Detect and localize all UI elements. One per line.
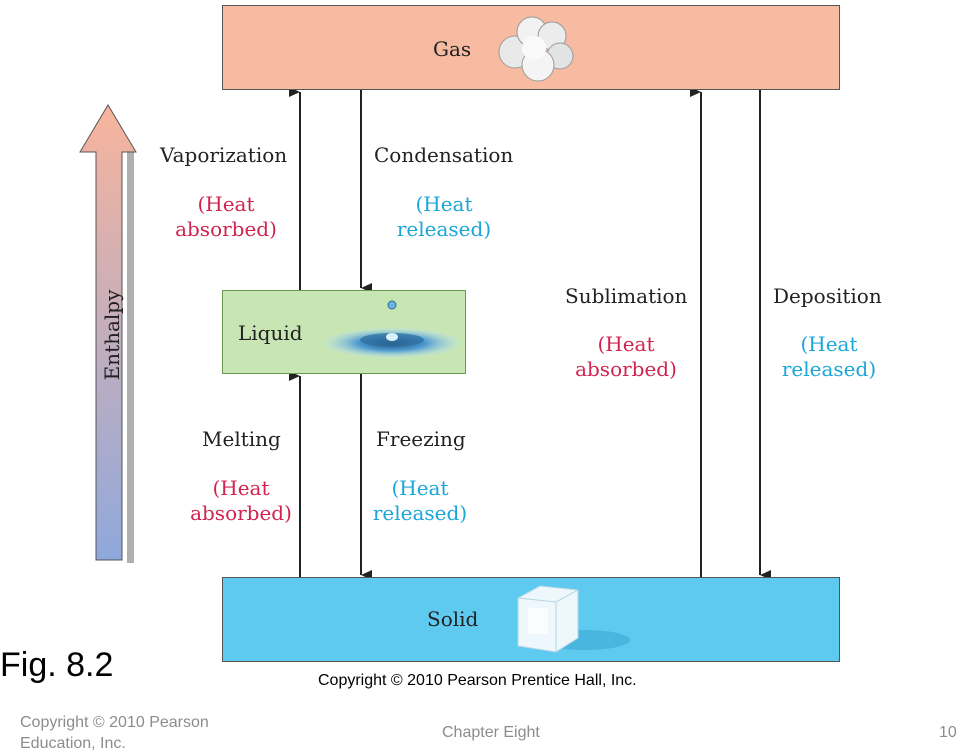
footer-copyright-line2: Education, Inc. [20, 735, 126, 752]
melting-heat-line1: (Heat [212, 476, 270, 500]
freezing-heat-line2: released) [372, 501, 468, 525]
gas-cloud-icon [498, 16, 574, 82]
condensation-heat-line2: released) [396, 217, 492, 241]
vaporization-heat-line2: absorbed) [175, 217, 277, 241]
page-number: 10 [939, 724, 957, 741]
freezing-heat-note: (Heat released) [368, 476, 472, 526]
melting-heat-line2: absorbed) [190, 501, 292, 525]
gas-label: Gas [433, 37, 472, 61]
figure-caption: Fig. 8.2 [0, 646, 114, 684]
water-splash-icon [324, 300, 460, 358]
deposition-heat-line1: (Heat [800, 332, 858, 356]
sublimation-heat-line1: (Heat [597, 332, 655, 356]
condensation-heat-line1: (Heat [415, 192, 473, 216]
deposition-heat-line2: released) [781, 357, 877, 381]
footer-copyright-line1: Copyright © 2010 Pearson [20, 714, 209, 731]
deposition-heat-note: (Heat released) [777, 332, 881, 382]
enthalpy-label: Enthalpy [100, 289, 124, 381]
sublimation-heat-note: (Heat absorbed) [572, 332, 680, 382]
liquid-label: Liquid [238, 321, 303, 345]
footer-copyright: Copyright © 2010 Pearson Education, Inc. [20, 712, 209, 754]
condensation-label: Condensation [374, 143, 514, 167]
sublimation-heat-line2: absorbed) [575, 357, 677, 381]
footer-chapter: Chapter Eight [442, 724, 540, 741]
sublimation-label: Sublimation [565, 284, 688, 308]
image-copyright: Copyright © 2010 Pearson Prentice Hall, … [318, 672, 637, 689]
condensation-heat-note: (Heat released) [392, 192, 496, 242]
vaporization-heat-line1: (Heat [197, 192, 255, 216]
freezing-heat-line1: (Heat [391, 476, 449, 500]
ice-cube-icon [517, 585, 630, 653]
deposition-label: Deposition [773, 284, 882, 308]
freezing-label: Freezing [376, 427, 466, 451]
solid-label: Solid [427, 607, 479, 631]
vaporization-heat-note: (Heat absorbed) [172, 192, 280, 242]
melting-heat-note: (Heat absorbed) [187, 476, 295, 526]
enthalpy-arrow [79, 104, 137, 563]
melting-label: Melting [202, 427, 281, 451]
vaporization-label: Vaporization [160, 143, 288, 167]
